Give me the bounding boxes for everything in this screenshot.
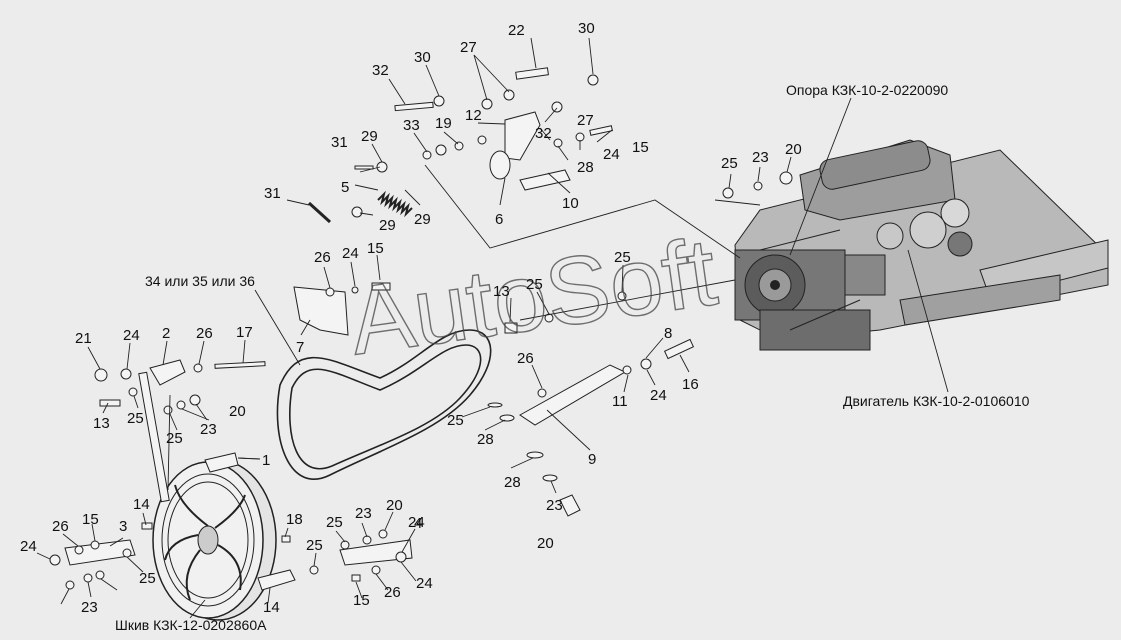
part-number: 15 xyxy=(632,139,649,156)
belt-options-caption: 34 или 35 или 36 xyxy=(145,273,255,289)
part-number: 13 xyxy=(93,415,110,432)
part-number: 31 xyxy=(331,134,348,151)
part-number: 24 xyxy=(408,514,425,531)
part-number: 26 xyxy=(384,584,401,601)
part-number: 24 xyxy=(650,387,667,404)
part-number: 20 xyxy=(229,403,246,420)
part-number: 25 xyxy=(127,410,144,427)
part-number: 22 xyxy=(508,22,525,39)
part-number: 25 xyxy=(526,276,543,293)
belt-illustration xyxy=(276,329,492,480)
part-number: 33 xyxy=(403,117,420,134)
part-number: 2 xyxy=(162,325,170,342)
part-number: 27 xyxy=(460,39,477,56)
part-number: 25 xyxy=(326,514,343,531)
part-number: 24 xyxy=(416,575,433,592)
part-number: 4 xyxy=(414,515,422,532)
part-number: 24 xyxy=(20,538,37,555)
part-number: 23 xyxy=(752,149,769,166)
part-number: 28 xyxy=(577,159,594,176)
part-number: 29 xyxy=(414,211,431,228)
part-number: 25 xyxy=(166,430,183,447)
part-number: 16 xyxy=(682,376,699,393)
part-number: 10 xyxy=(562,195,579,212)
part-numbers: 22 30 27 32 30 12 27 33 19 24 15 29 31 2… xyxy=(20,20,802,616)
engine-caption: Двигатель КЗК-10-2-0106010 xyxy=(843,393,1030,409)
part-number: 20 xyxy=(386,497,403,514)
part-number: 26 xyxy=(517,350,534,367)
part-number: 31 xyxy=(264,185,281,202)
part-number: 3 xyxy=(119,518,127,535)
part-number: 13 xyxy=(493,283,510,300)
part-number: 26 xyxy=(196,325,213,342)
part-number: 18 xyxy=(286,511,303,528)
leader-lines xyxy=(36,37,949,619)
part-number: 25 xyxy=(614,249,631,266)
part-number: 8 xyxy=(664,325,672,342)
part-number: 23 xyxy=(200,421,217,438)
part-number: 29 xyxy=(379,217,396,234)
part-number: 19 xyxy=(435,115,452,132)
engine-illustration xyxy=(734,139,1109,351)
part-number: 15 xyxy=(82,511,99,528)
part-number: 5 xyxy=(341,179,349,196)
part-number: 29 xyxy=(361,128,378,145)
part-number: 28 xyxy=(504,474,521,491)
part-number: 14 xyxy=(263,599,280,616)
part-number: 9 xyxy=(588,451,596,468)
pulley-caption: Шкив КЗК-12-0202860А xyxy=(115,617,267,633)
part-number: 20 xyxy=(785,141,802,158)
part-number: 14 xyxy=(133,496,150,513)
part-number: 28 xyxy=(477,431,494,448)
part-number: 17 xyxy=(236,324,253,341)
part-number: 32 xyxy=(535,125,552,142)
part-number: 11 xyxy=(612,393,628,410)
part-number: 25 xyxy=(721,155,738,172)
part-number: 24 xyxy=(342,245,359,262)
part-number: 23 xyxy=(546,497,563,514)
part-number: 26 xyxy=(314,249,331,266)
part-number: 7 xyxy=(296,339,304,356)
part-number: 32 xyxy=(372,62,389,79)
part-number: 15 xyxy=(367,240,384,257)
part-number: 27 xyxy=(577,112,594,129)
part-number: 30 xyxy=(414,49,431,66)
part-number: 1 xyxy=(262,452,270,469)
part-number: 25 xyxy=(447,412,464,429)
part-number: 25 xyxy=(139,570,156,587)
part-number: 6 xyxy=(495,211,503,228)
part-number: 21 xyxy=(75,330,92,347)
part-number: 25 xyxy=(306,537,323,554)
part-number: 24 xyxy=(603,146,620,163)
part-number: 23 xyxy=(355,505,372,522)
part-number: 12 xyxy=(465,107,482,124)
part-number: 23 xyxy=(81,599,98,616)
part-number: 26 xyxy=(52,518,69,535)
part-number: 15 xyxy=(353,592,370,609)
part-number: 20 xyxy=(537,535,554,552)
hardware-parts xyxy=(49,67,793,591)
part-number: 30 xyxy=(578,20,595,37)
part-number: 24 xyxy=(123,327,140,344)
support-caption: Опора КЗК-10-2-0220090 xyxy=(786,82,948,98)
pulley-illustration xyxy=(152,459,277,621)
